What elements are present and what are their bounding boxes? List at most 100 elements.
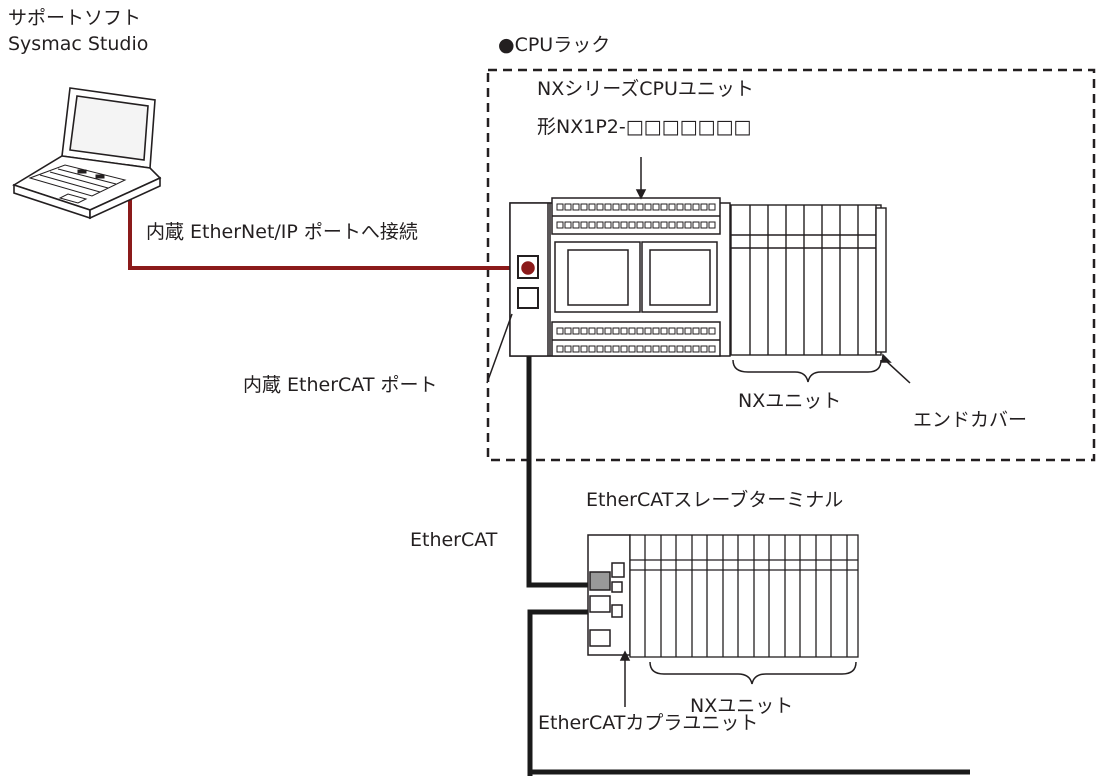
nx-units-slave-label: NXユニット <box>690 695 794 717</box>
terminal-screw <box>604 345 612 353</box>
cpu-rack-label: ●CPUラック <box>498 34 611 56</box>
terminal-screw <box>660 345 668 353</box>
terminal-screw <box>588 327 596 335</box>
terminal-screw <box>612 203 620 211</box>
terminal-screw <box>708 345 716 353</box>
terminal-screw <box>564 221 572 229</box>
terminal-screw <box>596 203 604 211</box>
ethercat-cable-out <box>527 609 590 776</box>
terminal-screw <box>708 221 716 229</box>
terminal-screw <box>596 221 604 229</box>
terminal-screw <box>620 221 628 229</box>
terminal-screw <box>644 345 652 353</box>
terminal-screw <box>604 221 612 229</box>
ethernet-port-label: 内蔵 EtherNet/IP ポートへ接続 <box>146 221 418 243</box>
laptop-icon <box>12 87 162 220</box>
terminal-screw <box>556 345 564 353</box>
terminal-screw <box>644 221 652 229</box>
terminal-screw <box>676 203 684 211</box>
terminal-screw <box>660 221 668 229</box>
ethercat-port-label: 内蔵 EtherCAT ポート <box>243 374 438 396</box>
ethercat-cable-label: EtherCAT <box>410 529 498 551</box>
terminal-screw <box>612 327 620 335</box>
nx-units-rack-label: NXユニット <box>738 390 842 412</box>
software-label-line1: サポートソフト <box>8 7 142 29</box>
terminal-screw <box>644 203 652 211</box>
software-label-line2: Sysmac Studio <box>8 33 149 55</box>
cpu-unit-name-label: NXシリーズCPUユニット <box>537 78 754 100</box>
terminal-screw <box>556 221 564 229</box>
terminal-screw <box>676 221 684 229</box>
terminal-screw <box>692 345 700 353</box>
cpu-unit-icon <box>509 197 887 357</box>
terminal-screw <box>636 327 644 335</box>
terminal-screw <box>564 345 572 353</box>
cpu-terminal-screws <box>556 203 716 353</box>
terminal-screw <box>668 345 676 353</box>
terminal-screw <box>644 327 652 335</box>
terminal-screw <box>636 345 644 353</box>
ethercat-cable <box>526 318 590 588</box>
terminal-screw <box>676 327 684 335</box>
terminal-screw <box>580 327 588 335</box>
ethernet-cable <box>128 196 524 270</box>
terminal-screw <box>612 345 620 353</box>
terminal-screw <box>636 203 644 211</box>
terminal-screw <box>700 203 708 211</box>
terminal-screw <box>700 221 708 229</box>
terminal-screw <box>580 345 588 353</box>
terminal-screw <box>612 221 620 229</box>
terminal-screw <box>668 327 676 335</box>
terminal-screw <box>692 221 700 229</box>
terminal-screw <box>564 203 572 211</box>
terminal-screw <box>628 345 636 353</box>
terminal-screw <box>572 221 580 229</box>
terminal-screw <box>604 203 612 211</box>
cpu-rack-boundary <box>486 68 1096 462</box>
terminal-screw <box>668 221 676 229</box>
terminal-screw <box>572 327 580 335</box>
cpu-unit-model-label: 形NX1P2-□□□□□□□ <box>537 116 752 138</box>
terminal-screw <box>708 327 716 335</box>
terminal-screw <box>652 345 660 353</box>
terminal-screw <box>636 221 644 229</box>
terminal-screw <box>572 203 580 211</box>
terminal-screw <box>580 203 588 211</box>
terminal-screw <box>588 203 596 211</box>
end-cover-label: エンドカバー <box>913 409 1028 431</box>
terminal-screw <box>596 345 604 353</box>
terminal-screw <box>652 221 660 229</box>
terminal-screw <box>684 345 692 353</box>
terminal-screw <box>556 327 564 335</box>
terminal-screw <box>596 327 604 335</box>
terminal-screw <box>652 327 660 335</box>
terminal-screw <box>700 345 708 353</box>
terminal-screw <box>660 327 668 335</box>
slave-terminal-icon <box>587 534 859 658</box>
terminal-screw <box>620 203 628 211</box>
coupler-unit-label: EtherCATカプラユニット <box>538 712 759 734</box>
terminal-screw <box>692 203 700 211</box>
terminal-screw <box>684 221 692 229</box>
terminal-screw <box>676 345 684 353</box>
terminal-screw <box>652 203 660 211</box>
terminal-screw <box>684 327 692 335</box>
terminal-screw <box>620 327 628 335</box>
terminal-screw <box>572 345 580 353</box>
terminal-screw <box>668 203 676 211</box>
terminal-screw <box>604 327 612 335</box>
terminal-screw <box>628 221 636 229</box>
slave-terminal-label: EtherCATスレーブターミナル <box>586 489 844 511</box>
terminal-screw <box>620 345 628 353</box>
leader-lines <box>486 157 911 707</box>
terminal-screw <box>564 327 572 335</box>
terminal-screw <box>580 221 588 229</box>
terminal-screw <box>692 327 700 335</box>
terminal-screw <box>556 203 564 211</box>
terminal-screw <box>628 203 636 211</box>
terminal-screw <box>660 203 668 211</box>
terminal-screw <box>588 345 596 353</box>
terminal-screw <box>700 327 708 335</box>
terminal-screw <box>628 327 636 335</box>
